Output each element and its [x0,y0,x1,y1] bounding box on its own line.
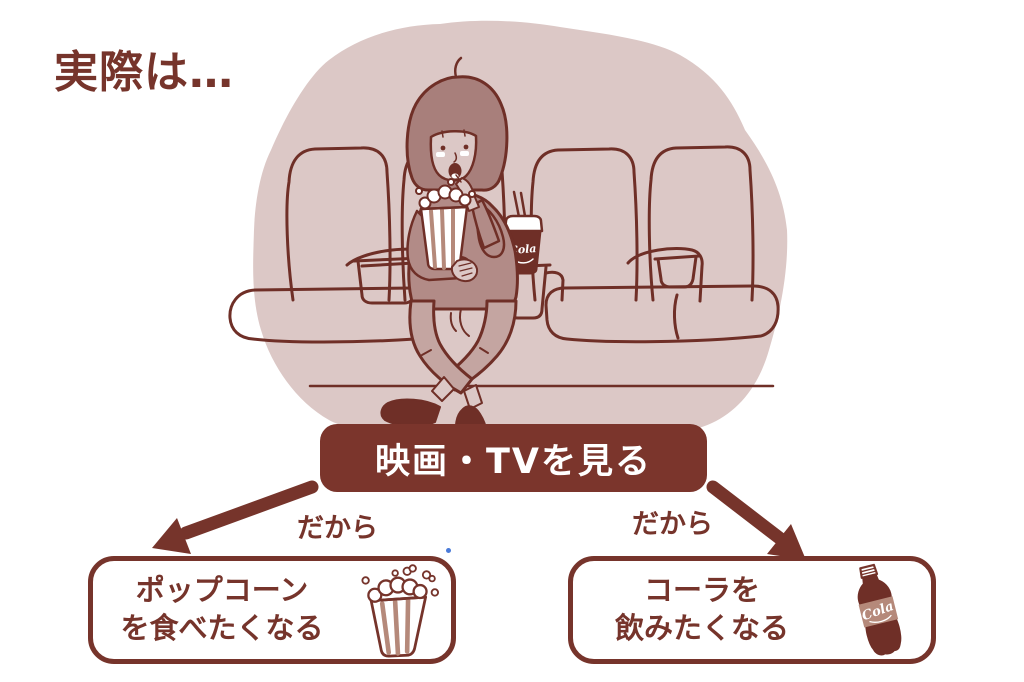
popcorn-icon [361,564,439,658]
cause-box: 映画・TVを見る [320,424,707,492]
open-mouth [448,163,462,179]
effect-left-text: ポップコーン を食べたくなる [93,572,351,647]
right-connector-label: だから [632,509,713,540]
cola-bottle-icon: Cola [857,563,902,656]
ankle-right [463,384,483,410]
nose [453,152,458,163]
effect-right-text: コーラを 飲みたくなる [573,572,831,647]
left-connector-label: だから [297,513,378,544]
eye-left [440,145,446,151]
effect-left-line1: ポップコーン [135,573,309,608]
effect-right-line2: 飲みたくなる [614,611,789,645]
left-leg [408,299,474,395]
hair-cowlick [453,56,463,79]
shoe-left [380,398,441,427]
right-forearm [470,198,501,250]
right-arrow-icon [706,480,806,560]
cursor-artifact-dot [446,548,451,553]
cause-label: 映画・TVを見る [375,441,652,482]
effect-right-line1: コーラを [643,573,760,608]
effect-box-left: ポップコーン を食べたくなる [88,556,456,664]
woman-figure [380,56,519,455]
effect-left-line2: を食べたくなる [120,611,324,645]
page-title: 実際は… [54,47,234,98]
popcorn-bucket [415,178,476,271]
left-arrow-icon [152,480,319,554]
eye-right [463,144,469,150]
effect-box-right: コーラを 飲みたくなる Cola [568,556,936,664]
ankle-left [431,376,455,402]
cinema-illustration: Cola [228,20,788,455]
